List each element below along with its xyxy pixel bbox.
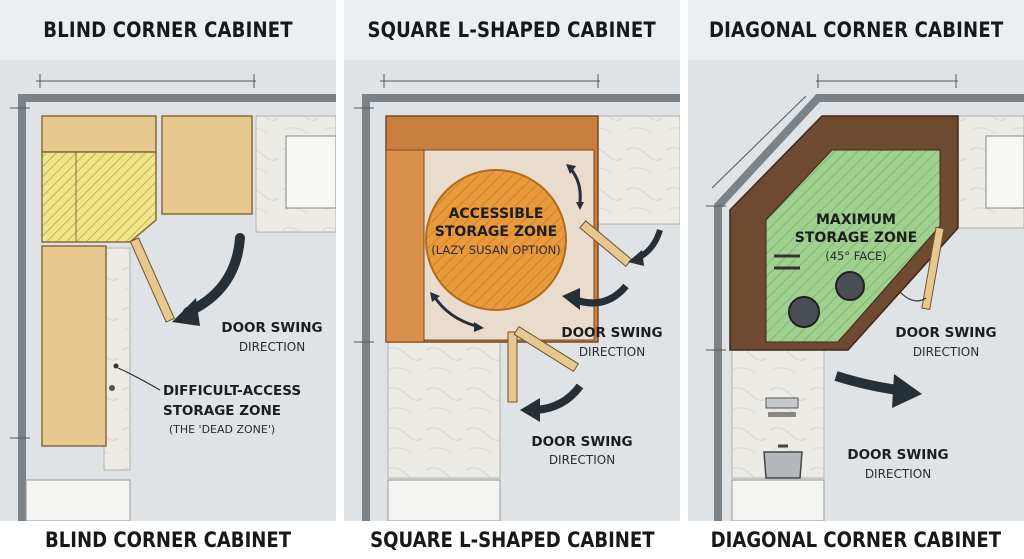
pot-icon (835, 271, 865, 301)
zone-label-2: STORAGE ZONE (435, 224, 557, 240)
countertop-bottom (387, 341, 501, 479)
square-l-plan: ACCESSIBLE STORAGE ZONE (LAZY SUSAN OPTI… (354, 74, 680, 521)
zone-sub: (THE 'DEAD ZONE') (169, 423, 275, 436)
zone-sub: (45° FACE) (825, 249, 887, 263)
door-swing-sub-b: DIRECTION (865, 467, 931, 481)
blind-door (129, 237, 176, 323)
panel-square-l: SQUARE L-SHAPED CABINET (344, 0, 680, 559)
zone-label-2: STORAGE ZONE (795, 230, 917, 246)
door-swing-label-b: DOOR SWING (847, 447, 948, 463)
door-swing-label-b: DOOR SWING (531, 434, 632, 450)
wall (362, 94, 680, 521)
panel-title-bar: SQUARE L-SHAPED CABINET (344, 0, 680, 60)
door-bottom (507, 331, 518, 403)
zone-label-1: MAXIMUM (816, 212, 896, 228)
wall (714, 94, 1024, 521)
diagonal-plan: MAXIMUM STORAGE ZONE (45° FACE) DOOR SWI… (706, 74, 1024, 521)
panel-footer-bar: SQUARE L-SHAPED CABINET (344, 521, 680, 559)
panel-footer: DIAGONAL CORNER CABINET (710, 528, 1002, 552)
panel-diagonal: DIAGONAL CORNER CABINET (688, 0, 1024, 559)
door-swing-arrow (892, 374, 922, 408)
countertop-right (597, 115, 680, 225)
panel-title-bar: BLIND CORNER CABINET (0, 0, 336, 60)
door-swing-sub-b: DIRECTION (549, 453, 615, 467)
door-swing-sub-a: DIRECTION (579, 345, 645, 359)
door-swing-arrow (183, 233, 245, 317)
pot-icon (763, 451, 803, 479)
door-swing-label-a: DOOR SWING (561, 325, 662, 341)
panel-title: SQUARE L-SHAPED CABINET (367, 18, 657, 42)
door-swing-label-a: DOOR SWING (895, 325, 996, 341)
panel-footer-bar: BLIND CORNER CABINET (0, 521, 336, 559)
zone-label-2: STORAGE ZONE (163, 403, 281, 419)
diagonal-door (921, 226, 945, 311)
pot-icon (788, 296, 820, 328)
countertop-left (103, 247, 131, 471)
corner-cabinet-box (161, 115, 253, 215)
door-swing-sub-a: DIRECTION (913, 345, 979, 359)
panel-blind-corner: BLIND CORNER CABINET (0, 0, 336, 559)
zone-label-1: DIFFICULT-ACCESS (163, 383, 301, 399)
panel-title: DIAGONAL CORNER CABINET (708, 18, 1004, 42)
panel-title-bar: DIAGONAL CORNER CABINET (688, 0, 1024, 60)
wall (18, 94, 336, 521)
blind-corner-plan: DOOR SWING DIRECTION DIFFICULT-ACCESS ST… (10, 74, 336, 521)
appliance-bottom (25, 479, 131, 521)
lazy-susan (425, 169, 567, 311)
panel-footer-bar: DIAGONAL CORNER CABINET (688, 521, 1024, 559)
panel-footer: SQUARE L-SHAPED CABINET (369, 528, 655, 552)
door-swing-sub: DIRECTION (239, 340, 305, 354)
zone-sub: (LAZY SUSAN OPTION) (431, 243, 560, 257)
green-storage-zone (765, 149, 941, 343)
door-swing-label: DOOR SWING (221, 320, 322, 336)
dead-zone (41, 151, 157, 243)
door-right (579, 220, 633, 268)
panel-title: BLIND CORNER CABINET (43, 18, 293, 42)
base-cabinet-left (41, 245, 107, 447)
zone-label-1: ACCESSIBLE (449, 206, 544, 222)
appliance-right (285, 135, 336, 209)
upper-cabinet (41, 115, 157, 153)
panel-footer: BLIND CORNER CABINET (44, 528, 292, 552)
